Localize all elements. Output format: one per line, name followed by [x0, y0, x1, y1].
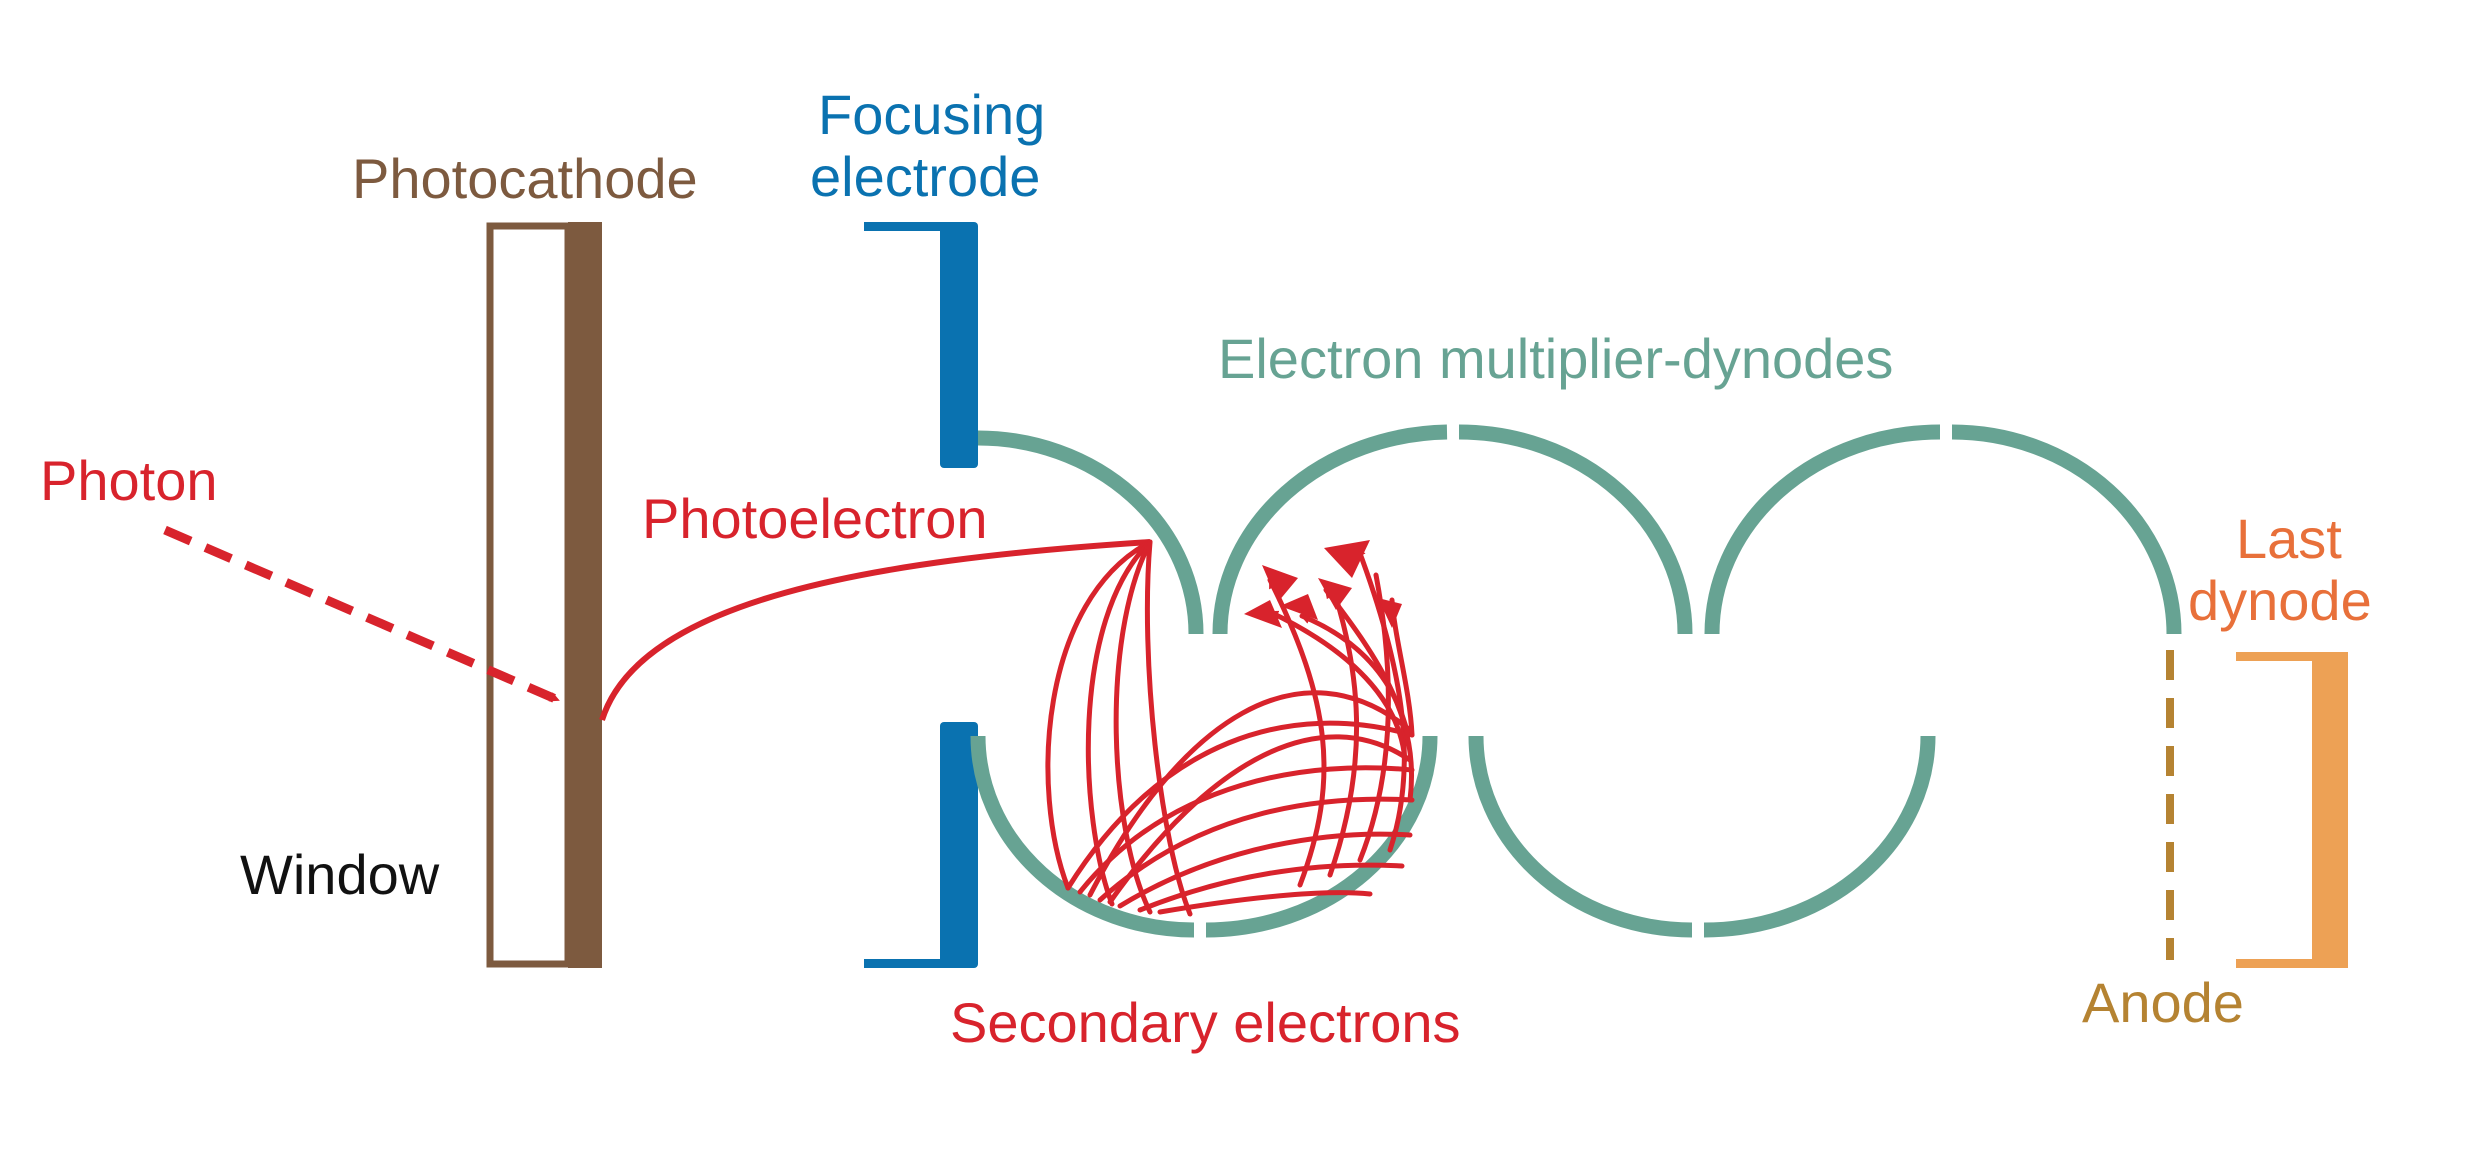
- photon-label: Photon: [40, 449, 218, 512]
- dynode-5-right: [1703, 735, 1936, 938]
- secondary-electron-path: [1357, 572, 1391, 863]
- secondary-electron-path: [1137, 862, 1405, 913]
- window-glass: [486, 222, 572, 968]
- photoelectron-path: [599, 539, 1151, 721]
- photocathode-label: Photocathode: [352, 147, 698, 210]
- arrowhead: [1318, 578, 1352, 610]
- secondary-electron-path: [1157, 890, 1373, 915]
- arrowhead: [1262, 565, 1298, 602]
- secondary-electron-path: [1085, 539, 1153, 907]
- focusing-electrode-upper: [940, 222, 978, 468]
- dynode-2-left: [1212, 424, 1448, 635]
- secondary-electron-path: [1065, 720, 1415, 891]
- photoelectron-label: Photoelectron: [642, 487, 988, 550]
- photocathode-layer: [568, 222, 602, 968]
- secondary-electron-path: [1144, 539, 1193, 917]
- secondary-electron-path: [1107, 734, 1413, 905]
- secondary-electron-path: [1327, 582, 1360, 878]
- photon-ray: [163, 525, 560, 705]
- window-label: Window: [240, 843, 440, 906]
- last-dynode-upper-lip: [2236, 652, 2326, 661]
- last-dynode-lower-lip: [2236, 959, 2326, 968]
- photocathode-window: [486, 222, 602, 968]
- anode-label: Anode: [2082, 971, 2244, 1034]
- arrowhead: [1324, 540, 1370, 578]
- dynode-3-right: [1951, 424, 2182, 635]
- secondary-electron-arrowheads: [1244, 540, 1402, 628]
- secondary-electron-path: [1087, 690, 1413, 898]
- focusing-electrode-lower: [940, 722, 978, 968]
- focusing-electrode-label-line2: electrode: [810, 145, 1040, 208]
- secondary-electron-path: [1045, 539, 1153, 891]
- dynode-4-left: [970, 735, 1195, 938]
- dynode-4-right: [1205, 735, 1438, 938]
- secondary-electron-path: [1077, 765, 1415, 895]
- focusing-electrode-upper-lip: [864, 222, 964, 231]
- last-dynode-label-line1: Last: [2236, 507, 2342, 570]
- last-dynode: [2236, 652, 2348, 968]
- secondary-electron-path: [1267, 609, 1408, 763]
- last-dynode-label-line2: dynode: [2188, 569, 2372, 632]
- dynodes-label: Electron multiplier-dynodes: [1218, 327, 1893, 390]
- arrowhead: [1378, 598, 1402, 628]
- secondary-electron-paths: [1045, 539, 1415, 917]
- focusing-electrode-lower-lip: [864, 959, 964, 968]
- arrowhead: [1280, 594, 1318, 620]
- arrowhead: [1244, 600, 1282, 628]
- secondary-electron-path: [1299, 613, 1411, 738]
- focusing-electrode-label-line1: Focusing: [818, 83, 1045, 146]
- secondary-electron-path: [1097, 796, 1415, 903]
- dynodes: [970, 424, 2182, 938]
- dynode-5-left: [1468, 735, 1693, 938]
- dynode-1: [977, 430, 1204, 635]
- dynode-2-right: [1458, 424, 1693, 635]
- secondary-electron-path: [1117, 831, 1413, 909]
- last-dynode-plate: [2312, 652, 2348, 968]
- secondary-electrons-label: Secondary electrons: [950, 991, 1461, 1054]
- dynode-3-left: [1704, 424, 1941, 635]
- focusing-electrode: [864, 222, 978, 968]
